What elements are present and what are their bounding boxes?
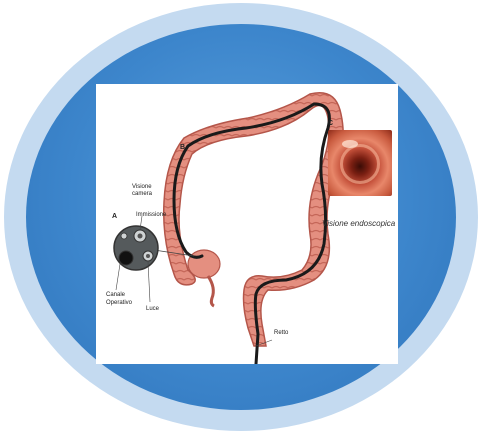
panel-label-a: A	[112, 213, 117, 220]
label-visione-camera: Visione camera	[132, 184, 162, 198]
lumen-ring	[340, 144, 380, 184]
light-glare	[342, 140, 358, 148]
label-immissione: Immissione	[136, 212, 166, 218]
colon-body	[164, 93, 343, 346]
endoscopic-view-image	[328, 130, 392, 196]
panel-label-c: C	[328, 120, 333, 127]
panel-label-b: B	[180, 144, 185, 151]
cecum	[188, 250, 220, 278]
diagram-panel: A B C Visione camera Immissione Canale O…	[96, 84, 398, 364]
colon-illustration	[164, 93, 343, 346]
label-canale-operativo: Canale Operativo	[106, 292, 136, 308]
label-luce: Luce	[146, 306, 159, 312]
appendix	[208, 276, 214, 306]
label-visione-endoscopica: Visione endoscopica	[322, 220, 395, 228]
label-retto: Retto	[274, 330, 288, 336]
